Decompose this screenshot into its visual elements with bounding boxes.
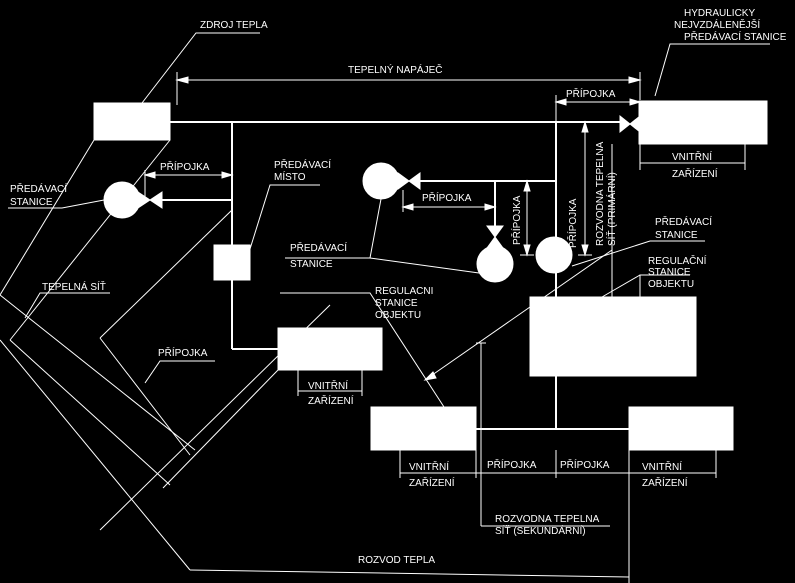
label-tepelny-napajec: TEPELNÝ NAPÁJEČ [348, 63, 442, 76]
label-hydraulicky: HYDRAULICKY NEJVZDÁLENĚJŠÍ PŘEDÁVACÍ STA… [674, 8, 787, 43]
pipelines [162, 121, 629, 430]
label-pripojka-b1: PŘÍPOJKA [487, 458, 537, 471]
heat-source-block [93, 102, 171, 141]
regulation-station-mid-block [277, 327, 383, 371]
substation-right-tank [535, 236, 573, 274]
leader-lines [0, 32, 770, 578]
valve-icon [486, 225, 504, 249]
label-vnitrni-mid: VNITŘNÍ ZAŘÍZENÍ [308, 379, 354, 407]
substation-top-tank [362, 162, 400, 200]
substation-mid-tank [476, 245, 514, 283]
label-vnitrni-bl: VNITŘNÍ ZAŘÍZENÍ [409, 460, 455, 489]
label-pripojka-mid: PŘÍPOJKA [422, 191, 472, 204]
label-predavaci-stanice-right: PŘEDÁVACÍ STANICE [655, 215, 715, 241]
label-pripojka-top-right: PŘÍPOJKA [566, 87, 616, 100]
farthest-substation-block [638, 100, 768, 145]
label-pripojka-b2: PŘÍPOJKA [560, 458, 610, 471]
label-predavaci-misto: PŘEDÁVACÍ MÍSTO [274, 158, 334, 183]
label-predavaci-stanice-left: PŘEDÁVACÍ STANICE [10, 182, 70, 208]
valve-icon [137, 191, 163, 209]
label-vnitrni-br: VNITŘNÍ ZAŘÍZENÍ [642, 460, 688, 489]
building-bottom-left-block [370, 406, 477, 451]
valve-icon [397, 172, 421, 190]
dimension-lines [143, 72, 746, 583]
valve-icon [619, 114, 641, 134]
transfer-point-block [213, 244, 251, 281]
label-pripojka-lower-left: PŘÍPOJKA [158, 346, 208, 359]
label-pripojka-v1: PŘÍPOJKA [510, 195, 523, 245]
label-rozvodna-sekundarni: ROZVODNA TEPELNA SÍŤ (SEKUNDÁRNÍ) [495, 514, 602, 537]
label-vnitrni-top: VNITŘNÍ ZAŘÍZENÍ [672, 150, 718, 180]
substation-large-block [529, 296, 697, 377]
building-bottom-right-block [628, 406, 734, 451]
label-rozvod-tepla: ROZVOD TEPLA [358, 555, 435, 566]
label-tepelna-sit: TEPELNÁ SÍŤ [42, 280, 106, 293]
label-pripojka-left: PŘÍPOJKA [160, 160, 210, 173]
label-zdroj-tepla: ZDROJ TEPLA [200, 20, 268, 31]
label-regulacni-mid: REGULACNI STANICE OBJEKTU [375, 286, 436, 321]
label-rozvodna-primarni: ROZVODNA TEPELNA SÍŤ (PRIMÁRNÍ) [595, 139, 618, 246]
label-pripojka-v2: PŘÍPOJKA [566, 198, 579, 248]
label-predavaci-stanice-mid: PŘEDÁVACÍ STANICE [290, 241, 350, 270]
label-regulacni-right: REGULAČNÍ STANICE OBJEKTU [648, 254, 709, 290]
